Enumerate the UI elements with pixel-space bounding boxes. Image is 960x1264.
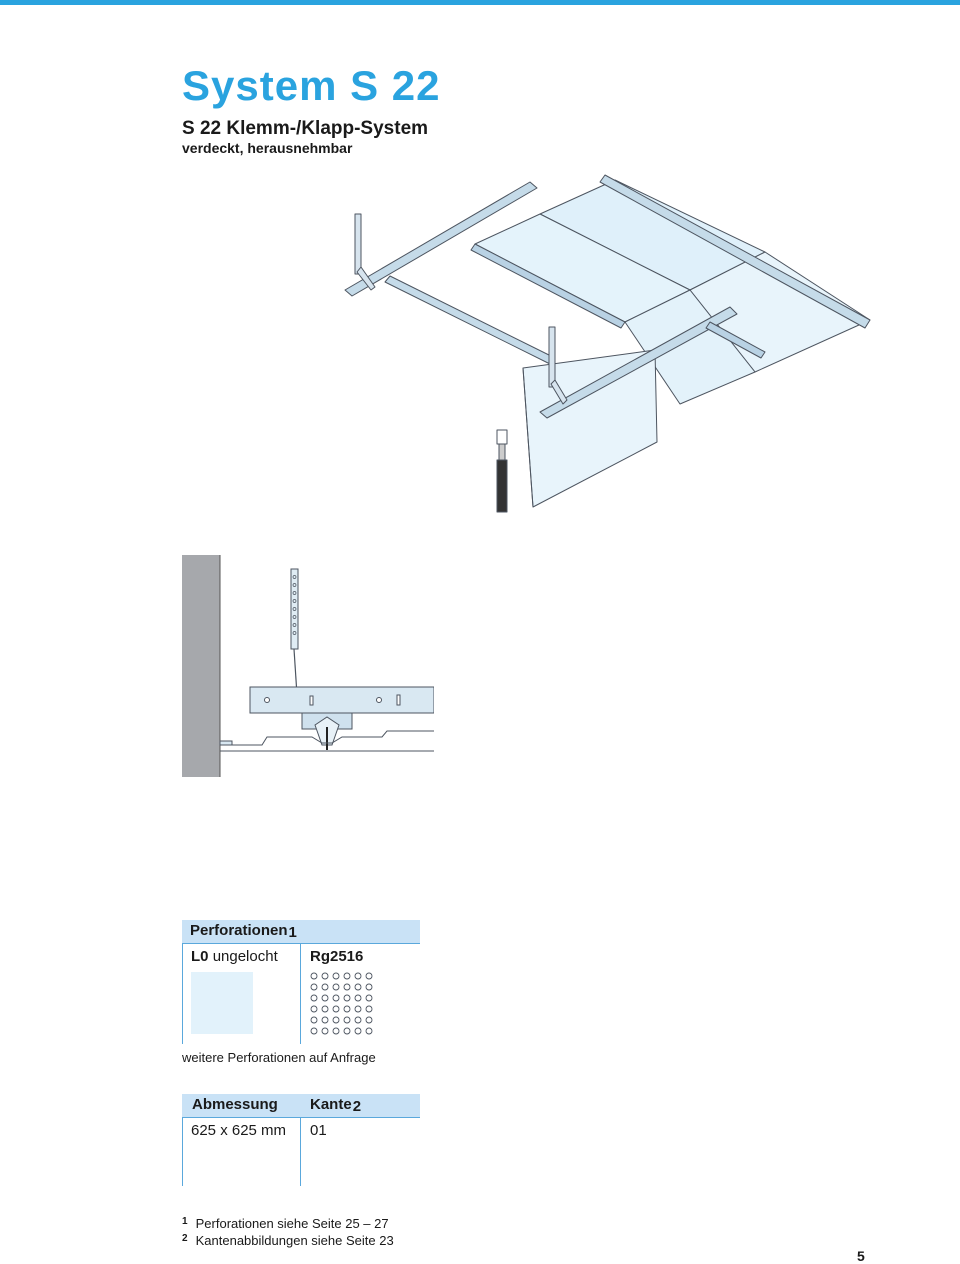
cross-section-detail xyxy=(182,555,434,777)
page-subsubtitle: verdeckt, herausnehmbar xyxy=(182,140,353,156)
dimensions-col1-header: Abmessung xyxy=(192,1096,278,1113)
perf-l0-swatch xyxy=(191,972,253,1034)
ceiling-system-illustration xyxy=(344,174,871,513)
perf-col-divider-mid xyxy=(300,944,301,1044)
perforations-header-label: Perforationen xyxy=(190,922,288,939)
dimensions-col2-value: 01 xyxy=(310,1122,327,1139)
perf-col-divider-left xyxy=(182,944,183,1044)
page-title: System S 22 xyxy=(182,62,441,109)
perf-l0-label: ungelocht xyxy=(212,948,278,965)
perf-rg2516-code: Rg2516 xyxy=(310,948,364,965)
dimensions-col2-sup: 2 xyxy=(352,1098,362,1115)
footnote-1-mark: 1 xyxy=(182,1216,188,1227)
dim-col-divider-left xyxy=(182,1118,183,1186)
page-subtitle: S 22 Klemm-/Klapp-System xyxy=(182,118,429,139)
perforations-note: weitere Perforationen auf Anfrage xyxy=(182,1050,376,1065)
dimensions-col1-value: 625 x 625 mm xyxy=(191,1122,287,1139)
footnote-1-text: Perforationen siehe Seite 25 – 27 xyxy=(195,1216,389,1231)
page-number: 5 xyxy=(857,1248,865,1264)
footnote-2-text: Kantenabbildungen siehe Seite 23 xyxy=(195,1233,394,1248)
footnote-2: 2 Kantenabbildungen siehe Seite 23 xyxy=(182,1233,394,1248)
perf-l0-code: L0 xyxy=(191,948,209,965)
perf-rg2516-pattern xyxy=(310,972,373,1035)
perf-l0-cell: L0 ungelocht xyxy=(191,948,278,965)
top-accent-bar xyxy=(0,0,960,5)
footnote-2-mark: 2 xyxy=(182,1233,188,1244)
perforations-header-sup: 1 xyxy=(288,924,297,941)
dimensions-col2-header: Kante xyxy=(310,1096,352,1113)
dim-col-divider-mid xyxy=(300,1118,301,1186)
footnote-1: 1 Perforationen siehe Seite 25 – 27 xyxy=(182,1216,389,1231)
